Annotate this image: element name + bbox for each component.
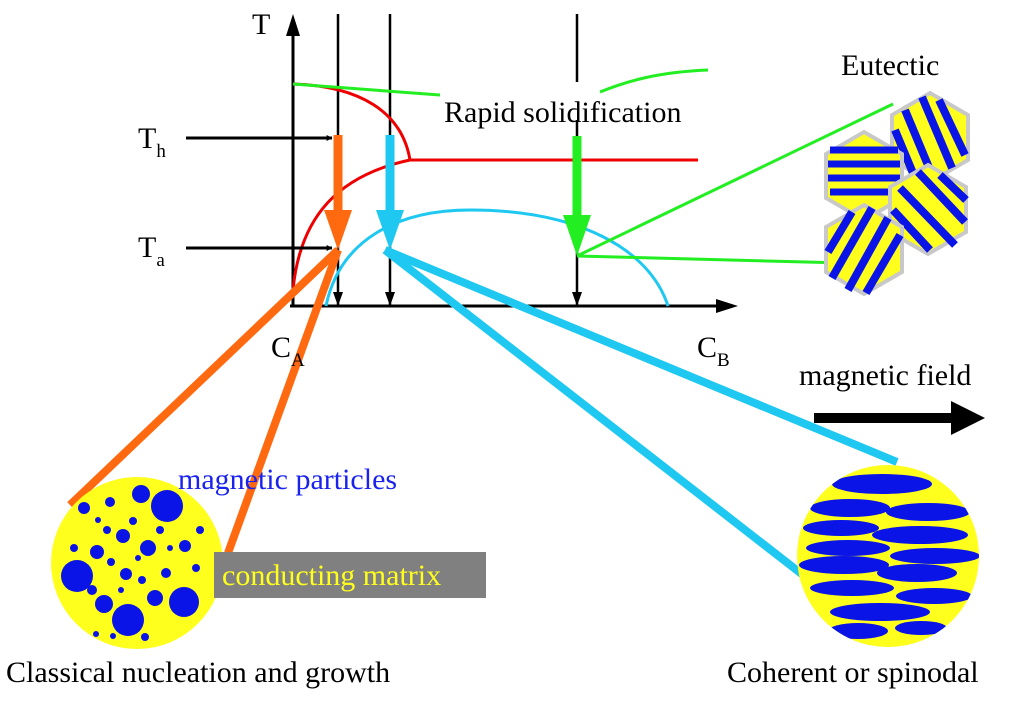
- rapid-cooling-arrowhead: [563, 215, 591, 256]
- green-liquidus-segment-right: [599, 68, 709, 94]
- axes: [286, 14, 738, 313]
- eutectic-zoom-line-2: [576, 254, 846, 265]
- magnetic-field-label: magnetic field: [799, 359, 971, 392]
- eutectic-hex-right: [888, 162, 969, 257]
- ta-label: Ta: [138, 231, 165, 271]
- miscibility-gap-dome: [324, 208, 670, 307]
- composition-line-3-arrowhead: [572, 292, 582, 306]
- text-labels: T Th Ta CA CB Rapid solidification Eutec…: [6, 8, 979, 689]
- cb-label: CB: [697, 331, 730, 371]
- conducting-matrix-label: conducting matrix: [222, 559, 441, 592]
- th-label: Th: [138, 122, 166, 162]
- eutectic-microstructure: [824, 90, 970, 297]
- c-axis-arrowhead: [716, 299, 738, 313]
- magnetic-particles-label: magnetic particles: [178, 463, 397, 496]
- eutectic-hex-bottom: [824, 202, 904, 297]
- spinodal-microstructure: [797, 465, 979, 647]
- green-liquidus-segment-left: [292, 82, 441, 97]
- composition-line-1-arrowhead: [333, 292, 343, 306]
- eutectic-hex-left: [824, 129, 904, 223]
- classical-cooling-arrowhead: [324, 210, 352, 250]
- zoom-lines: [67, 102, 899, 579]
- phase-boundaries: [291, 68, 709, 307]
- eutectic-label: Eutectic: [841, 49, 939, 82]
- magnetic-field-arrow: [814, 401, 985, 435]
- eutectic-zoom-line-1: [576, 102, 894, 258]
- conducting-matrix-label-box: [214, 552, 486, 598]
- composition-line-2-arrowhead: [385, 292, 395, 306]
- classical-nucleation-caption: Classical nucleation and growth: [6, 656, 390, 689]
- coherent-spinodal-caption: Coherent or spinodal: [727, 656, 979, 689]
- classical-zoom-line-2: [224, 248, 342, 555]
- classical-zoom-line-1: [67, 247, 341, 508]
- temperature-markers: [186, 135, 333, 251]
- spinodal-zoom-line-2: [382, 246, 806, 579]
- spinodal-cooling-arrowhead: [376, 210, 404, 250]
- spinodal-lamellae: [799, 474, 979, 639]
- magnetic-particles-dots: [61, 485, 204, 641]
- cooling-paths: [324, 135, 591, 256]
- rapid-solidification-label: Rapid solidification: [444, 96, 681, 129]
- ca-label: CA: [271, 331, 305, 371]
- t-axis-label: T: [252, 8, 270, 41]
- t-axis-arrowhead: [286, 14, 300, 36]
- classical-microstructure: [51, 477, 223, 649]
- spinodal-zoom-line-1: [383, 246, 899, 466]
